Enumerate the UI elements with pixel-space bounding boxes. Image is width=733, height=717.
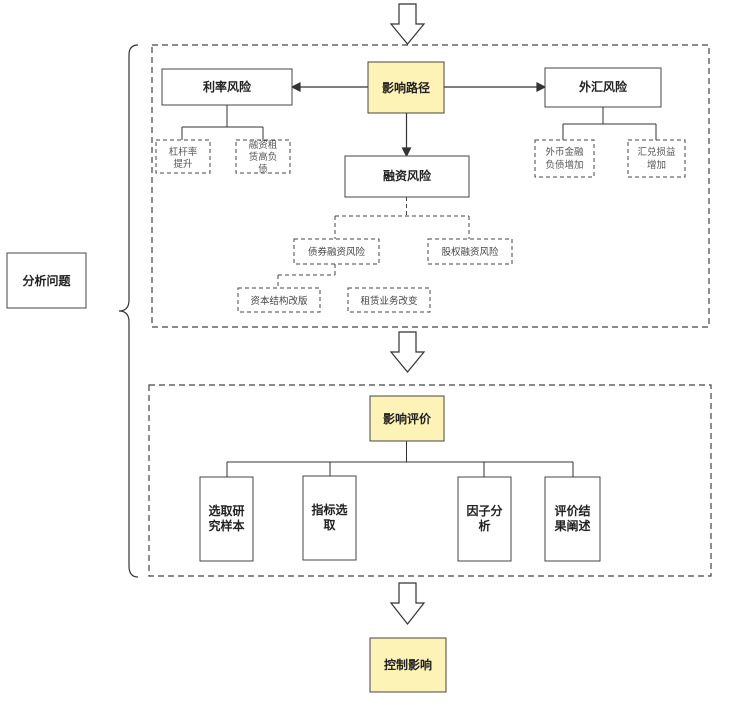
path-label: 影响路径 xyxy=(382,80,430,95)
lease-business-label: 租赁业务改变 xyxy=(360,295,418,307)
result-explanation-line-1: 评价结 xyxy=(554,503,590,518)
bond-financing-risk-label: 债券融资风险 xyxy=(308,246,366,258)
svg-text:析: 析 xyxy=(478,518,490,533)
svg-text:外币金融: 外币金融 xyxy=(545,146,584,158)
svg-text:究样本: 究样本 xyxy=(208,518,244,533)
path-connectors xyxy=(290,82,547,158)
svg-text:指标选: 指标选 xyxy=(311,502,347,517)
fx-child-exchange-loss: 汇兑损益 增加 xyxy=(627,139,686,178)
interest-risk-label: 利率风险 xyxy=(203,79,252,94)
lease-business-box: 租赁业务改变 xyxy=(347,287,431,313)
factor-analysis-line-2: 析 xyxy=(478,518,490,533)
leverage-line-1: 杠杆率 xyxy=(169,146,198,158)
interest-risk-box: 利率风险 xyxy=(161,68,293,106)
svg-text:融资租: 融资租 xyxy=(249,139,278,151)
evaluation-box: 影响评价 xyxy=(369,395,445,442)
financing-risk-label: 融资风险 xyxy=(383,168,432,183)
exchange-loss-line-2: 增加 xyxy=(647,159,666,171)
interest-tree-lines xyxy=(181,105,264,140)
svg-text:杠杆率: 杠杆率 xyxy=(169,146,198,158)
foreign-debt-line-2: 负债增加 xyxy=(545,159,583,171)
fx-risk-label: 外汇风险 xyxy=(579,79,628,94)
equity-financing-risk-label: 股权融资风险 xyxy=(441,246,499,258)
svg-text:因子分: 因子分 xyxy=(466,503,502,518)
interest-child-leverage: 杠杆率 提升 xyxy=(155,139,211,174)
interest-child-lease: 融资租 赁高负 债 xyxy=(235,139,291,175)
down-arrow-top xyxy=(389,3,426,45)
result-explanation-line-2: 果阐述 xyxy=(553,518,590,533)
bond-financing-risk-box: 债券融资风险 xyxy=(293,238,380,265)
fx-child-foreign-debt: 外币金融 负债增加 xyxy=(534,139,595,178)
select-indicator-line-2: 取 xyxy=(323,518,335,532)
financing-risk-box: 融资风险 xyxy=(344,155,470,198)
evaluation-section-container xyxy=(148,384,712,577)
evaluation-tree-lines xyxy=(226,441,574,477)
lease-line-3: 债 xyxy=(258,163,268,175)
svg-text:增加: 增加 xyxy=(647,159,666,171)
select-sample-line-1: 选取研 xyxy=(208,503,244,518)
evaluation-label: 影响评价 xyxy=(383,411,432,426)
step-select-sample: 选取研 究样本 xyxy=(199,476,254,562)
control-label: 控制影响 xyxy=(384,657,432,672)
select-sample-line-2: 究样本 xyxy=(208,518,244,533)
leverage-line-2: 提升 xyxy=(173,158,193,170)
financing-tree-lines xyxy=(277,197,470,288)
svg-text:债: 债 xyxy=(258,163,268,175)
left-brace xyxy=(118,44,139,578)
fx-risk-box: 外汇风险 xyxy=(544,67,662,108)
fx-tree-lines xyxy=(562,107,657,140)
svg-text:取: 取 xyxy=(323,518,335,532)
select-indicator-line-1: 指标选 xyxy=(311,502,347,517)
analysis-label: 分析问题 xyxy=(22,273,71,288)
exchange-loss-line-1: 汇兑损益 xyxy=(637,146,676,158)
svg-text:汇兑损益: 汇兑损益 xyxy=(637,146,676,158)
path-box: 影响路径 xyxy=(367,61,445,114)
step-result-explanation: 评价结 果阐述 xyxy=(544,476,601,562)
equity-financing-risk-box: 股权融资风险 xyxy=(427,238,513,265)
down-arrow-middle xyxy=(389,331,426,373)
step-factor-analysis: 因子分 析 xyxy=(457,476,512,562)
svg-text:提升: 提升 xyxy=(173,158,193,170)
factor-analysis-line-1: 因子分 xyxy=(466,503,502,518)
analysis-box: 分析问题 xyxy=(6,252,87,309)
step-select-indicator: 指标选 取 xyxy=(302,475,357,561)
control-box: 控制影响 xyxy=(369,637,447,693)
svg-text:选取研: 选取研 xyxy=(208,503,244,518)
foreign-debt-line-1: 外币金融 xyxy=(545,146,584,158)
lease-line-1: 融资租 xyxy=(249,139,278,151)
svg-text:果阐述: 果阐述 xyxy=(553,518,590,533)
svg-text:赁高负: 赁高负 xyxy=(249,151,278,163)
lease-line-2: 赁高负 xyxy=(249,151,278,163)
svg-text:负债增加: 负债增加 xyxy=(545,159,583,171)
capital-structure-box: 资本结构改版 xyxy=(237,287,321,313)
svg-text:评价结: 评价结 xyxy=(554,503,590,518)
capital-structure-label: 资本结构改版 xyxy=(250,295,308,307)
down-arrow-bottom xyxy=(389,582,426,625)
